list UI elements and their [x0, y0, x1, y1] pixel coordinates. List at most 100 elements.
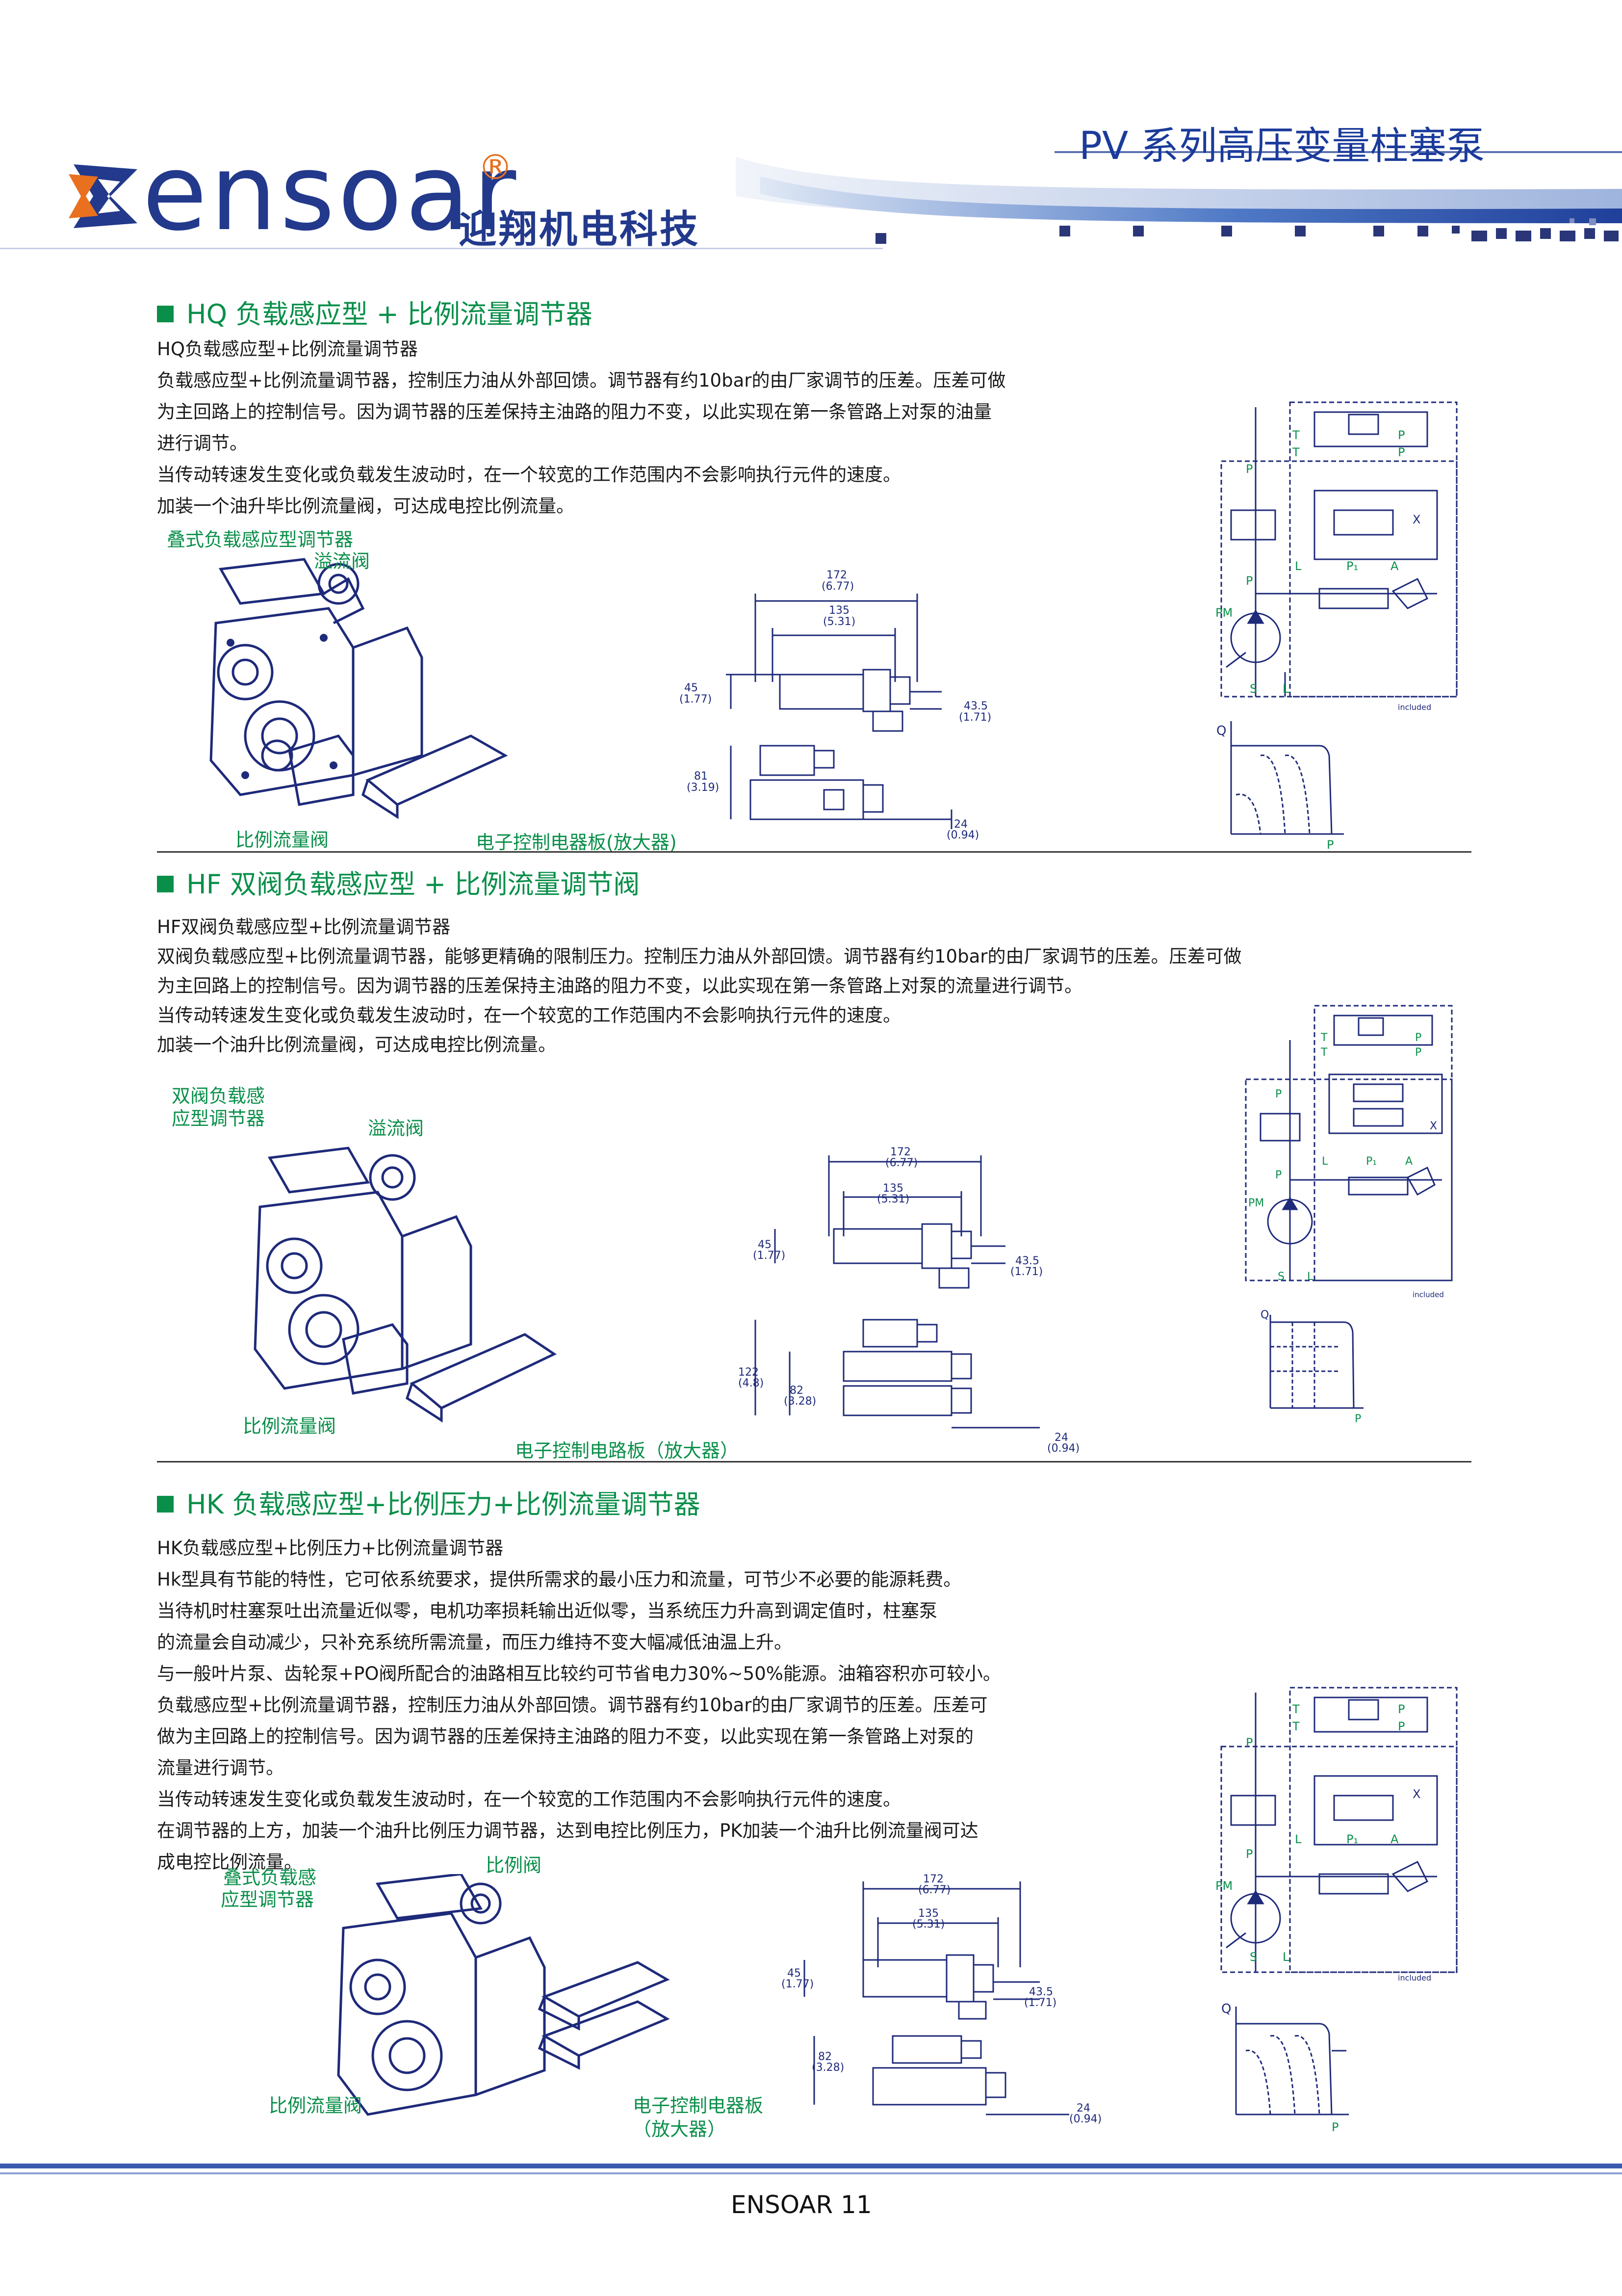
paragraph-line: HK负载感应型+比例压力+比例流量调节器: [157, 1538, 504, 1559]
schem-P1sub: P₁: [1366, 1155, 1377, 1168]
paragraph-line: 当传动转速发生变化或负载发生波动时，在一个较宽的工作范围内不会影响执行元件的速度…: [157, 464, 901, 485]
dim-172: 172: [826, 569, 847, 581]
schem-T2: T: [1292, 445, 1300, 459]
dim-172-inch: (6.77): [885, 1157, 918, 1169]
schem-P1sub: P₁: [1346, 559, 1359, 573]
schem-A: A: [1405, 1155, 1413, 1168]
paragraph-line: 加装一个油升毕比例流量阀，可达成电控比例流量。: [157, 496, 574, 517]
dim-172: 172: [890, 1146, 911, 1158]
label-amp-board: 电子控制电路板（放大器）: [515, 1440, 739, 1461]
schem-T1: T: [1321, 1032, 1328, 1044]
paragraph-line: 双阀负载感应型+比例流量调节器，能够更精确的限制压力。控制压力油从外部回馈。调节…: [157, 946, 1242, 967]
section-text-hk: HK负载感应型+比例压力+比例流量调节器 Hk型具有节能的特性，它可依系统要求，…: [157, 1533, 1001, 1878]
dimension-drawing-hq: [726, 594, 953, 829]
curve-P-label: P: [1355, 1413, 1362, 1425]
footer-rule-thick: [0, 2164, 1622, 2168]
schem-A: A: [1390, 1832, 1399, 1846]
paragraph-line: 做为主回路上的控制信号。因为调节器的压差保持主油路的阻力不变，以此实现在第一条管…: [157, 1726, 974, 1747]
dim-82: 82: [790, 1384, 803, 1397]
label-amp-board: 电子控制电器板(放大器): [476, 832, 677, 853]
paragraph-line: 的流量会自动减少，只补充系统所需流量，而压力维持不变大幅减低油温上升。: [157, 1632, 792, 1653]
section-title-text: HF 双阀负载感应型 + 比例流量调节阀: [186, 869, 640, 900]
schem-PM: PM: [1215, 1879, 1233, 1893]
schem-included: included: [1398, 1973, 1432, 1983]
schem-L1: L: [1295, 1832, 1302, 1846]
schem-L1: L: [1322, 1155, 1328, 1168]
paragraph-line: 成电控比例流量。: [157, 1852, 302, 1873]
paragraph-line: HQ负载感应型+比例流量调节器: [157, 339, 418, 360]
schem-P4: P: [1246, 1847, 1253, 1861]
paragraph-line: 进行调节。: [157, 433, 248, 454]
schem-P4: P: [1275, 1169, 1282, 1181]
schem-P4: P: [1246, 574, 1253, 588]
schem-PM: PM: [1215, 606, 1233, 620]
dim-45-inch: (1.77): [781, 1978, 814, 1990]
dim-45: 45: [787, 1967, 801, 1980]
dim-122: 122: [738, 1366, 759, 1379]
bullet-square-icon: [157, 1496, 174, 1513]
dim-82: 82: [818, 2051, 832, 2063]
schem-T2: T: [1292, 1720, 1300, 1733]
dim-81: 81: [694, 770, 708, 783]
dim-82-inch: (3.28): [812, 2061, 845, 2074]
dim-135-inch: (5.31): [912, 1918, 945, 1931]
paragraph-line: 当传动转速发生变化或负载发生波动时，在一个较宽的工作范围内不会影响执行元件的速度…: [157, 1005, 901, 1026]
dim-24: 24: [954, 818, 968, 831]
paragraph-line: HF双阀负载感应型+比例流量调节器: [157, 916, 451, 938]
schem-P1: P: [1415, 1032, 1422, 1044]
label-stack-regulator: 叠式负载感应型调节器: [167, 529, 354, 550]
dim-81-inch: (3.19): [687, 782, 720, 794]
header-banner: [0, 151, 1622, 249]
footer-rule-thin: [0, 2172, 1622, 2174]
hydraulic-schematic-hq: [1220, 401, 1458, 698]
curve-Q-label: Q: [1221, 2002, 1232, 2016]
schem-included: included: [1398, 703, 1432, 712]
label-stack-regulator-1: 叠式负载感: [223, 1867, 317, 1888]
dim-43-5: 43.5: [1015, 1255, 1039, 1267]
label-stack-regulator-2: 应型调节器: [221, 1889, 314, 1910]
paragraph-line: 为主回路上的控制信号。因为调节器的压差保持主油路的阻力不变，以此实现在第一条管路…: [157, 401, 992, 422]
schem-included: included: [1413, 1290, 1444, 1299]
dim-122-inch: (4.8): [738, 1377, 764, 1389]
dim-135: 135: [883, 1182, 903, 1195]
dim-172-inch: (6.77): [822, 580, 854, 593]
paragraph-line: 负载感应型+比例流量调节器，控制压力油从外部回馈。调节器有约10bar的由厂家调…: [157, 370, 1006, 391]
curve-P-label: P: [1327, 838, 1334, 852]
paragraph-line: 流量进行调节。: [157, 1757, 284, 1778]
dim-45-inch: (1.77): [679, 693, 712, 705]
dim-135: 135: [918, 1907, 939, 1920]
schem-P2: P: [1415, 1046, 1422, 1059]
schem-A: A: [1390, 559, 1399, 573]
dim-24-inch: (0.94): [1069, 2113, 1102, 2125]
section-divider: [157, 1461, 1471, 1462]
curve-Q-label: Q: [1261, 1309, 1269, 1321]
page-number: ENSOAR 11: [731, 2191, 872, 2219]
dim-135-inch: (5.31): [877, 1193, 910, 1205]
schem-P2: P: [1398, 1720, 1405, 1733]
schem-L1: L: [1295, 559, 1302, 573]
dimension-drawing-hk: [803, 1881, 1069, 2115]
schem-P3: P: [1275, 1088, 1282, 1100]
label-prop-flow-valve: 比例流量阀: [269, 2095, 362, 2116]
paragraph-line: 负载感应型+比例流量调节器，控制压力油从外部回馈。调节器有约10bar的由厂家调…: [157, 1695, 988, 1716]
paragraph-line: 加装一个油升比例流量阀，可达成电控比例流量。: [157, 1034, 556, 1055]
section-title-hq: HQ 负载感应型 + 比例流量调节器: [157, 292, 592, 331]
characteristic-curve-hk: [1235, 2007, 1349, 2115]
dim-45-inch: (1.77): [753, 1250, 786, 1262]
label-prop-flow-valve: 比例流量阀: [235, 829, 329, 851]
schem-T1: T: [1292, 428, 1300, 442]
brand-chinese-name: 迎翔机电科技: [459, 208, 700, 252]
schem-T2: T: [1321, 1046, 1328, 1059]
footer: ENSOAR 11: [0, 2149, 1622, 2296]
section-divider: [157, 851, 1471, 853]
characteristic-curve-hf: [1269, 1315, 1364, 1409]
logo-mark-icon: [69, 164, 137, 228]
paragraph-line: Hk型具有节能的特性，它可依系统要求，提供所需求的最小压力和流量，可节少不必要的…: [157, 1569, 962, 1590]
schem-L2: L: [1283, 682, 1289, 696]
dim-43-5-inch: (1.71): [959, 711, 992, 724]
curve-P-label: P: [1332, 2120, 1339, 2134]
dim-24: 24: [1055, 1432, 1068, 1444]
schem-P2: P: [1398, 445, 1405, 459]
dim-172-inch: (6.77): [918, 1884, 951, 1896]
dim-135-inch: (5.31): [823, 616, 856, 628]
